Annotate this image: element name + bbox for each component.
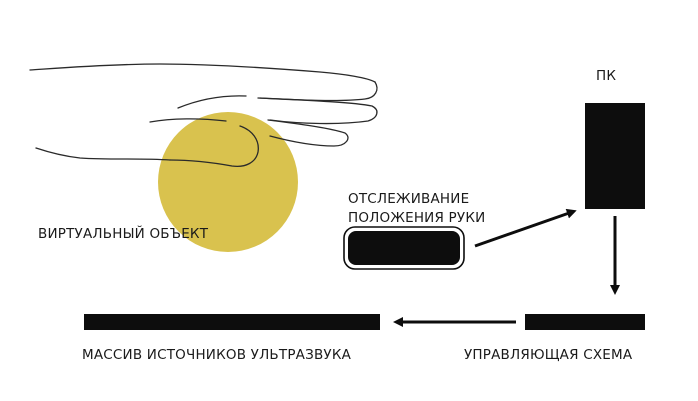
hand-tracking-label-line1: ОТСЛЕЖИВАНИЕ — [348, 191, 470, 207]
ultrasound-array-bar — [84, 314, 380, 330]
tracking-sensor-block — [348, 231, 460, 265]
hand-tracking-label-line2: ПОЛОЖЕНИЯ РУКИ — [348, 210, 486, 226]
virtual-object-label: ВИРТУАЛЬНЫЙ ОБЪЕКТ — [38, 226, 209, 242]
virtual-object-sphere — [158, 112, 298, 252]
arrow-sensor-to-pc — [474, 208, 577, 248]
hand-outline-icon — [29, 63, 378, 168]
ultrasound-array-label: МАССИВ ИСТОЧНИКОВ УЛЬТРАЗВУКА — [82, 347, 352, 363]
hand-tracking-label: ОТСЛЕЖИВАНИЕ ПОЛОЖЕНИЯ РУКИ — [348, 190, 485, 228]
control-circuit-label: УПРАВЛЯЮЩАЯ СХЕМА — [464, 347, 633, 363]
control-circuit-bar — [525, 314, 645, 330]
pc-label: ПК — [596, 68, 617, 84]
pc-block — [585, 103, 645, 209]
